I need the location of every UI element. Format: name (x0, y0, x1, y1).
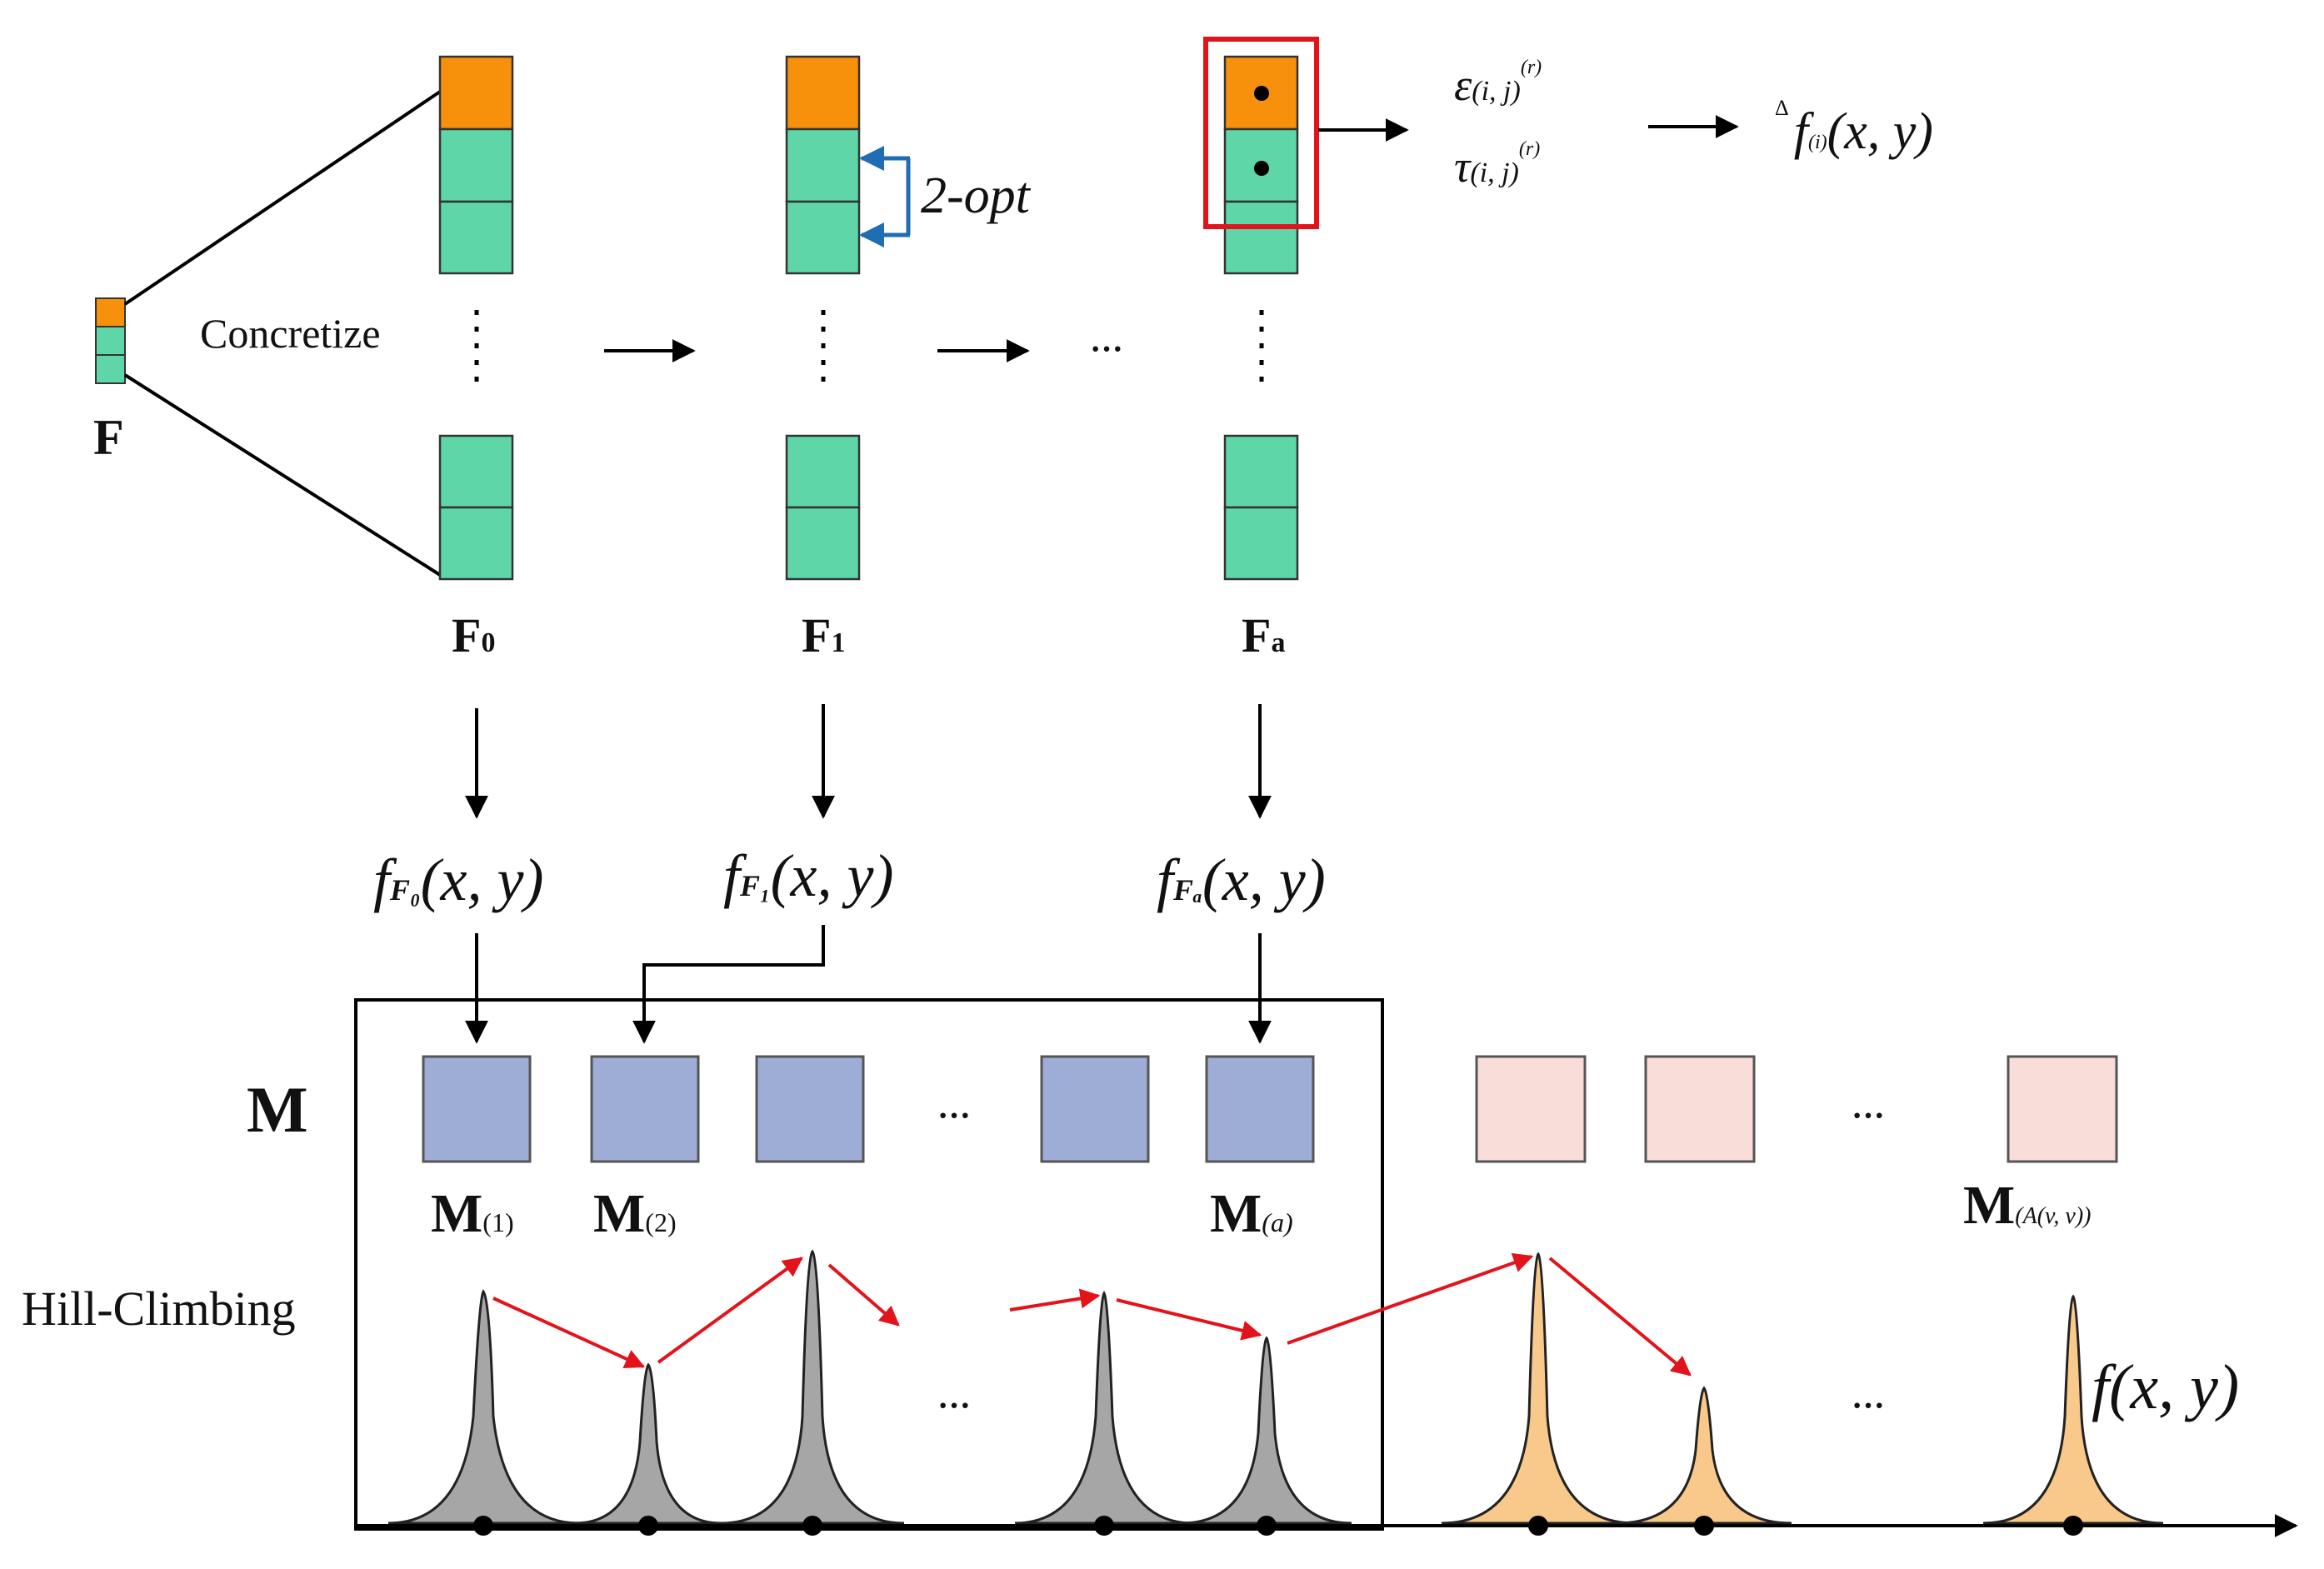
M1-label: M(1) (431, 1183, 514, 1244)
tau-label: τ(i, j)(r) (1454, 138, 1540, 192)
fF1-label: fF₁(x, y) (723, 842, 893, 909)
memory-squares-blue (422, 1055, 1315, 1163)
F1-column (785, 55, 861, 581)
search-path-arrows (492, 1252, 1692, 1377)
peak-ellipsis-2: ··· (1852, 1387, 1885, 1424)
memory-ellipsis-2: ··· (1852, 1097, 1885, 1134)
two-opt-label: 2-opt (921, 167, 1032, 224)
M-label: M (247, 1073, 308, 1146)
M2-label: M(2) (593, 1183, 677, 1244)
F0-label: F0 (452, 608, 495, 662)
f-xy-label: f(x, y) (2092, 1352, 2239, 1422)
peak-ellipsis-1: ··· (937, 1387, 971, 1424)
top-ellipsis: ··· (1090, 330, 1123, 367)
highlight-box (1203, 37, 1319, 229)
Ma-label: M(a) (1210, 1183, 1293, 1244)
F0-column (438, 55, 514, 581)
axis-points (473, 1516, 2083, 1536)
arrow-fF1-M2 (632, 925, 825, 1044)
hill-climbing-label: Hill-Climbing (22, 1282, 296, 1336)
fFa-label: fFₐ(x, y) (1157, 847, 1326, 913)
peaks-gray (387, 1249, 1352, 1525)
peaks-tan (1441, 1252, 2164, 1525)
epsilon-label: ε(i, j)(r) (1454, 57, 1542, 110)
F-source-block (95, 297, 126, 384)
fF0-label: fF₀(x, y) (373, 847, 543, 913)
expand-line-top (123, 90, 442, 306)
F1-label: F1 (802, 608, 845, 662)
expand-line-bottom (123, 373, 442, 577)
Fa-column (1223, 55, 1299, 581)
memory-ellipsis-1: ··· (937, 1097, 971, 1134)
memory-squares-pink (1475, 1055, 2118, 1163)
memory-frame (354, 998, 1384, 1531)
MA-label: M(A(v, v)) (1963, 1175, 2091, 1236)
delta-f-label: Δf(i)(x, y) (1775, 96, 1933, 160)
two-opt-swap-arrow (859, 146, 911, 247)
F-label: F (93, 410, 124, 465)
Fa-label: Fa (1242, 608, 1285, 662)
concretize-label: Concretize (200, 310, 381, 357)
